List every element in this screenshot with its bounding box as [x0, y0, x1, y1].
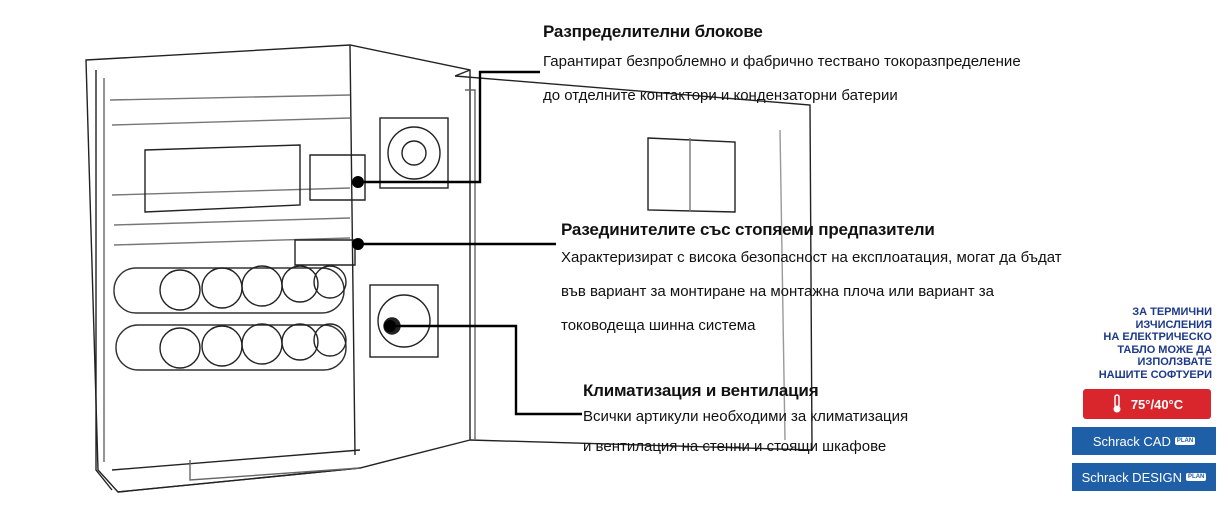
promo-line: ИЗПОЛЗВАТЕ: [1137, 356, 1212, 368]
callout-dot: [352, 238, 364, 250]
callout-text-line: до отделните контактори и кондензаторни …: [543, 87, 898, 104]
promo-line: НА ЕЛЕКТРИЧЕСКО: [1103, 331, 1212, 343]
callout-dot: [384, 320, 396, 332]
callout-title: Разединителите със стопяеми предпазители: [561, 220, 935, 239]
schrack-design-button[interactable]: Schrack DESIGN PLAN: [1072, 463, 1216, 491]
software-label: Schrack CAD: [1092, 433, 1171, 449]
callout-dot: [352, 176, 364, 188]
thermometer-icon: [1113, 394, 1121, 413]
callout-text-line: и вентилация на стенни и стоящи шкафове: [583, 438, 887, 455]
callout-distribution-blocks: Разпределителни блокове Гарантират безпр…: [543, 22, 1021, 110]
callout-text-line: във вариант за монтиране на монтажна пло…: [561, 283, 994, 300]
schrack-cad-button[interactable]: Schrack CAD PLAN: [1072, 427, 1216, 455]
callout-climate-ventilation: Климатизация и вентилация Всички артикул…: [583, 381, 908, 461]
temperature-value: 75°/40°C: [1130, 396, 1184, 412]
callout-leader-lines: [358, 70, 582, 416]
promo-line: НАШИТЕ СОФТУЕРИ: [1098, 368, 1212, 381]
plan-tag: PLAN: [1174, 437, 1196, 445]
callout-text-line: Всички артикули необходими за климатизац…: [583, 408, 909, 425]
callout-title: Климатизация и вентилация: [583, 381, 819, 400]
callout-title: Разпределителни блокове: [543, 22, 763, 41]
software-side-panel: ЗА ТЕРМИЧНИ ИЗЧИСЛЕНИЯ НА ЕЛЕКТРИЧЕСКО Т…: [1070, 306, 1218, 491]
temperature-badge: 75°/40°C: [1083, 389, 1211, 419]
plan-tag: PLAN: [1186, 473, 1207, 481]
software-label: Schrack DESIGN: [1081, 469, 1183, 485]
callout-fuse-disconnectors: Разединителите със стопяеми предпазители…: [561, 220, 1062, 342]
promo-line: ТАБЛО МОЖЕ ДА: [1117, 343, 1212, 356]
promo-line: ИЗЧИСЛЕНИЯ: [1135, 318, 1213, 331]
callout-text-line: Гарантират безпроблемно и фабрично теств…: [543, 53, 1021, 70]
software-promo-text: ЗА ТЕРМИЧНИ ИЗЧИСЛЕНИЯ НА ЕЛЕКТРИЧЕСКО Т…: [1070, 306, 1218, 381]
promo-line: ЗА ТЕРМИЧНИ: [1132, 306, 1212, 318]
callout-text-line: тоководеща шинна система: [561, 317, 756, 334]
callout-text-line: Характеризират с висока безопасност на е…: [561, 249, 1062, 266]
